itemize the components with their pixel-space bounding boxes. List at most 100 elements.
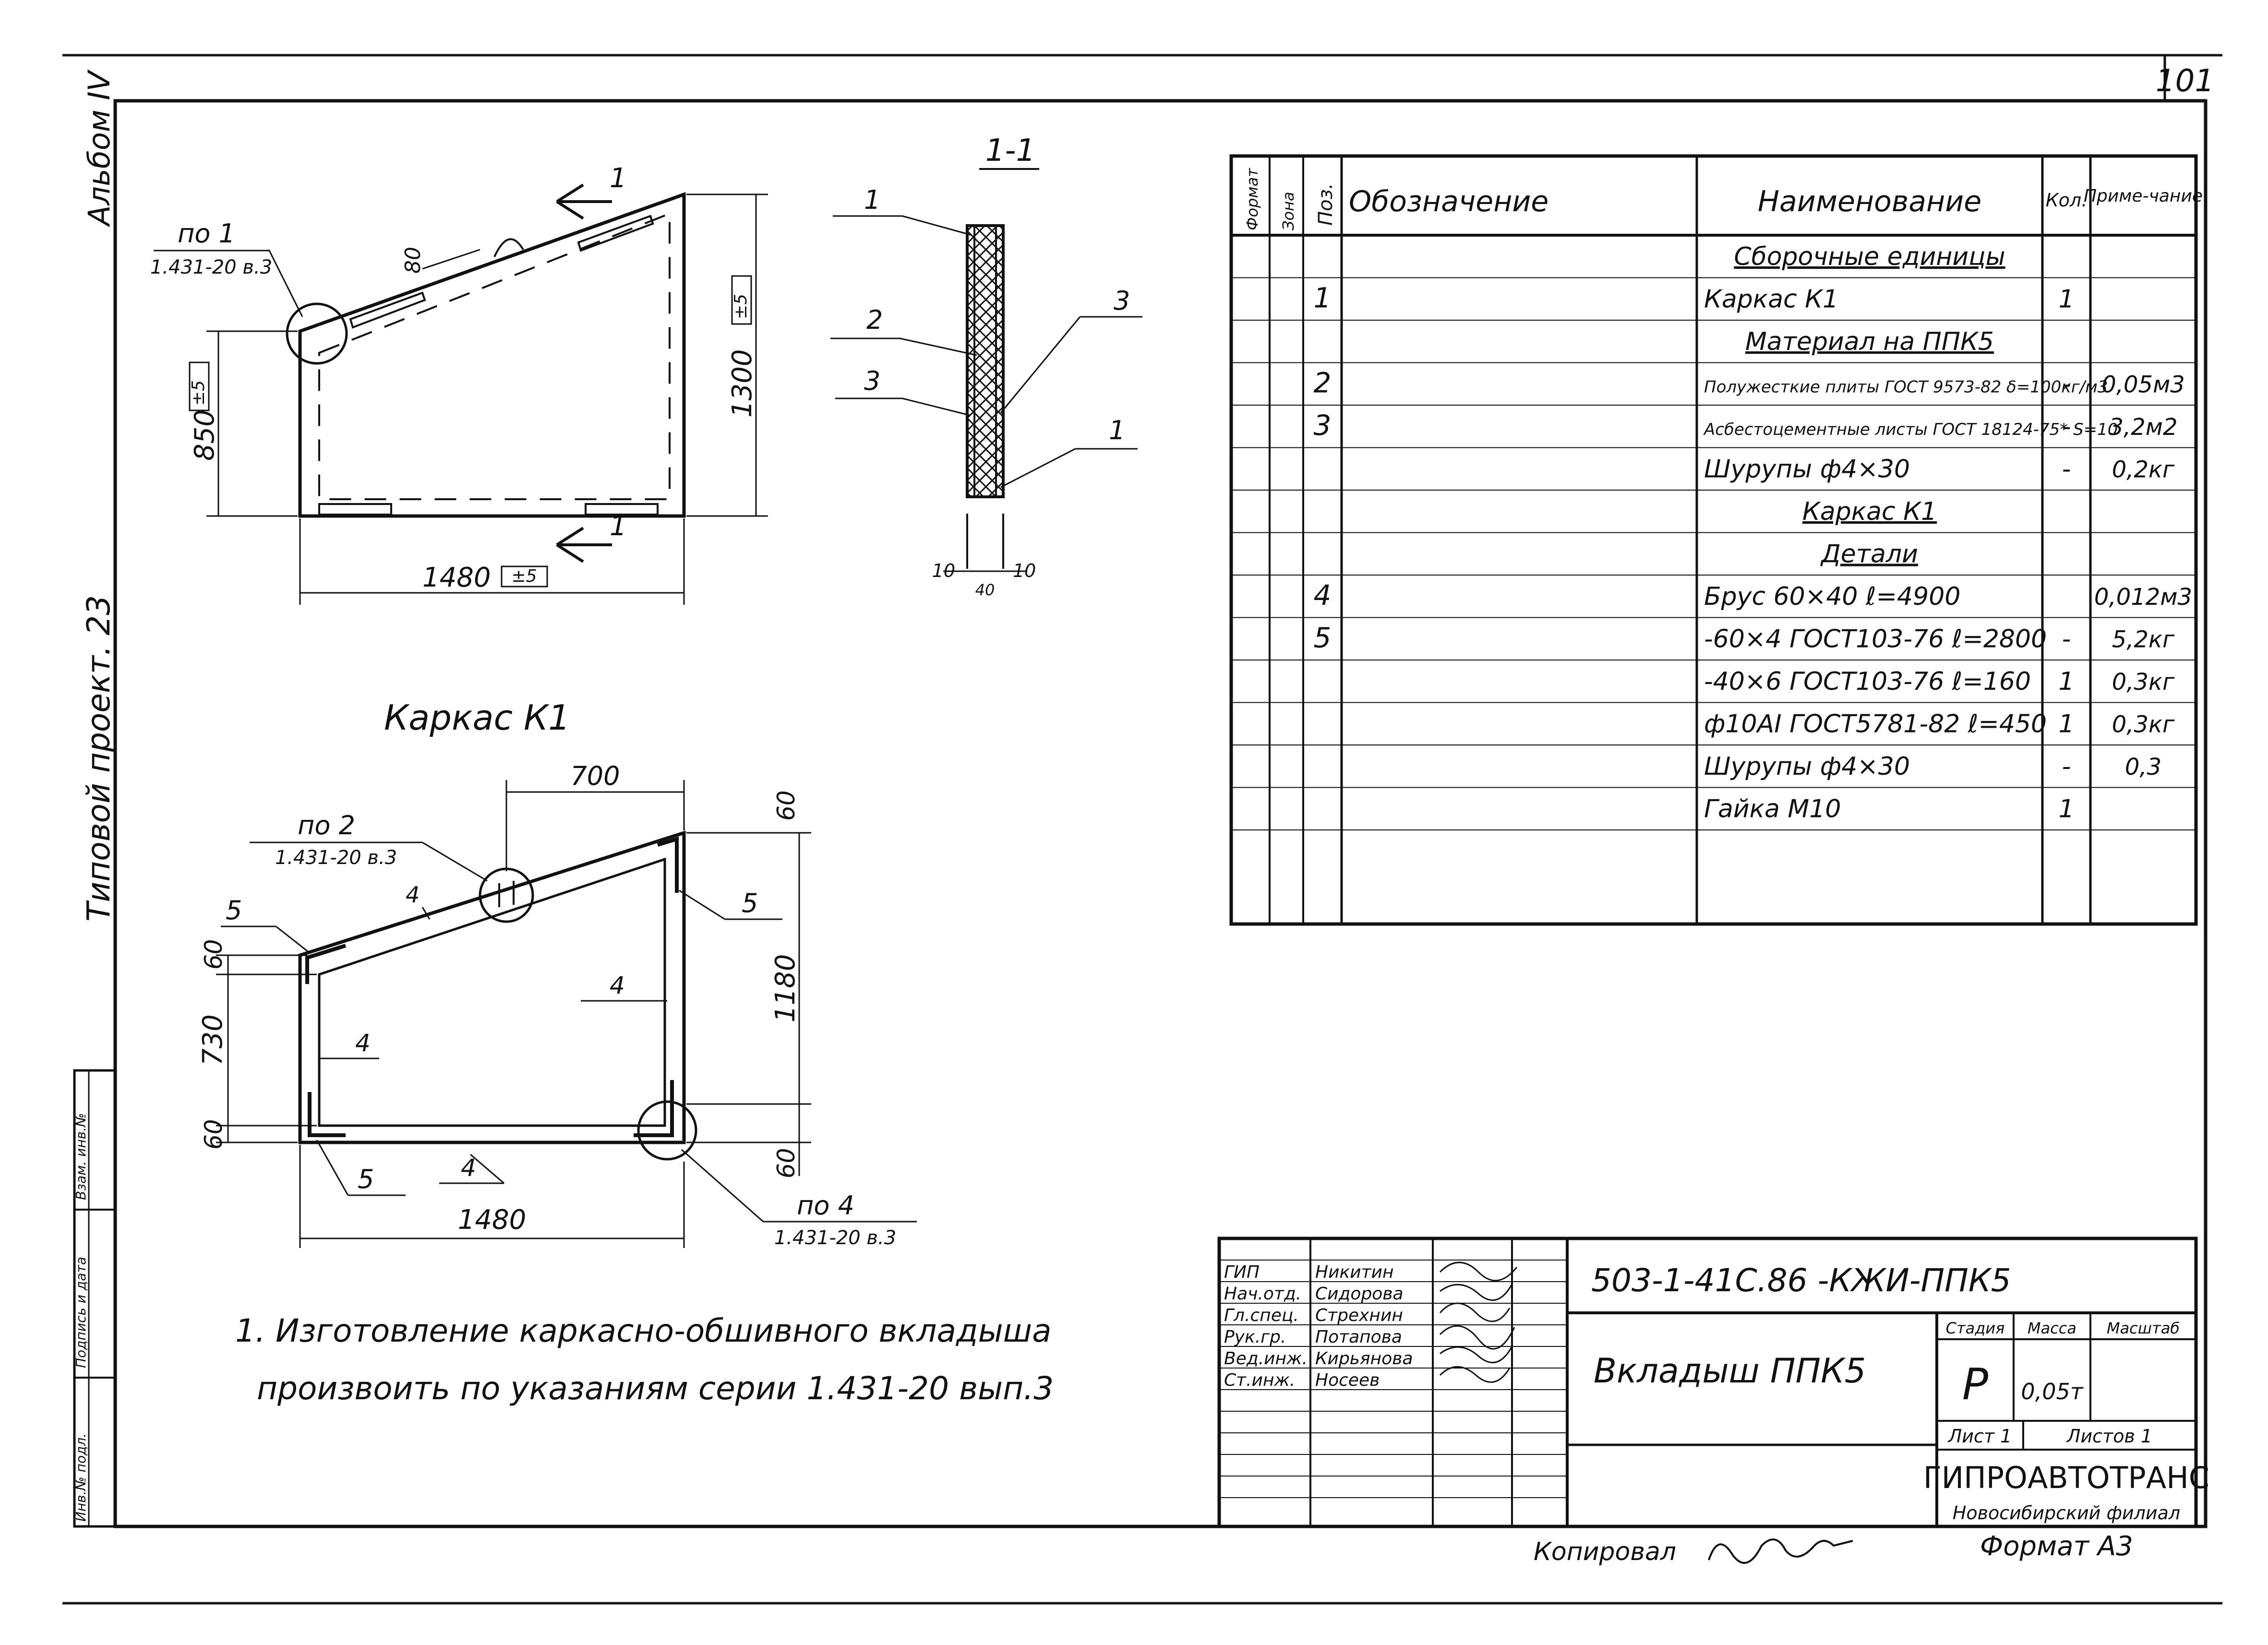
callout-1-series: 1.431-20 в.3	[150, 256, 272, 278]
copied-label: Копировал	[1534, 1537, 1676, 1566]
spec-cell-pos: 3	[1314, 409, 1332, 442]
stamp-cell-inv: Инв.№ подл.	[73, 1433, 89, 1522]
callout-1-ref: по 1	[178, 218, 235, 249]
spec-header-designation: Обозначение	[1349, 185, 1548, 218]
spec-cell-qty: -	[2062, 752, 2071, 781]
callout-4-ref: по 4	[797, 1190, 854, 1221]
album-label: Альбом IV	[82, 69, 117, 228]
title-role: Ст.инж.	[1224, 1370, 1295, 1390]
spec-table: Формат Зона Поз. Обозначение Наименовани…	[1229, 154, 2203, 926]
dim-700: 700	[570, 761, 620, 791]
spec-cell-name: Шурупы ф4×30	[1704, 455, 1910, 483]
dim-60-right-bottom: 60	[772, 1148, 800, 1178]
title-role: Нач.отд.	[1224, 1284, 1301, 1304]
sect-label-3-right: 3	[1114, 286, 1130, 316]
spec-cell-qty: 1	[2058, 285, 2074, 313]
callout-4-series: 1.431-20 в.3	[774, 1227, 896, 1249]
title-person-name: Потапова	[1315, 1327, 1402, 1347]
spec-cell-note: 0,3кг	[2112, 669, 2175, 696]
spec-cell-note: 0,3	[2125, 754, 2161, 780]
section-mark-bottom: 1	[610, 511, 627, 542]
spec-cell-pos: 5	[1314, 621, 1332, 654]
tol-1300: ±5	[731, 294, 751, 319]
sheets-value: Листов 1	[2066, 1426, 2152, 1447]
spec-cell-qty: -	[2062, 412, 2071, 441]
spec-cell-name: ф10АI ГОСТ5781-82 ℓ=450	[1704, 709, 2047, 738]
spec-cell-note: 5,2кг	[2112, 626, 2175, 653]
sect-dim-40: 40	[975, 581, 995, 599]
frame-label-4-left: 4	[355, 1029, 371, 1057]
spec-cell-qty: 1	[2058, 794, 2074, 823]
stamp-cell-swap: Взам. инв.№	[73, 1113, 89, 1200]
sect-dim-10a: 10	[932, 560, 955, 581]
frame-label-4-bottom: 4	[461, 1154, 476, 1182]
project-label: Типовой проект. 23	[80, 595, 117, 922]
mass-header: Масса	[2028, 1319, 2076, 1337]
spec-cell-name: Материал на ППК5	[1745, 327, 1994, 356]
spec-cell-name: Шурупы ф4×30	[1704, 752, 1910, 781]
spec-cell-qty: -	[2062, 370, 2071, 398]
organization: ГИПРОАВТОТРАНС	[1923, 1460, 2209, 1495]
frame-label-4-right: 4	[610, 972, 625, 999]
section-1-1: 1-1 10 10 40 1 2 3 3 1	[830, 133, 1142, 599]
title-role: Рук.гр.	[1224, 1327, 1286, 1347]
stamp-cell-sign: Подпись и дата	[73, 1257, 89, 1368]
sect-dim-10b: 10	[1013, 560, 1036, 581]
sect-label-1-bottom: 1	[1109, 415, 1125, 445]
spec-cell-pos: 1	[1314, 281, 1332, 314]
general-note: 1. Изготовление каркасно-обшивного вклад…	[235, 1312, 1054, 1407]
spec-cell-name: Полужесткие плиты ГОСТ 9573-82 δ=100кг/м…	[1704, 377, 2108, 396]
spec-cell-name: Гайка М10	[1704, 794, 1841, 823]
dim-80: 80	[401, 247, 425, 274]
frame-label-5-left-bottom: 5	[358, 1164, 374, 1194]
dim-1300: 1300	[727, 349, 758, 418]
title-role: Вед.инж.	[1224, 1349, 1308, 1369]
mass-value: 0,05т	[2021, 1379, 2083, 1405]
format-label: Формат А3	[1980, 1531, 2133, 1562]
frame-label-5-right: 5	[742, 888, 758, 918]
dim-1480-top: 1480	[422, 562, 491, 593]
spec-cell-name: Каркас К1	[1802, 497, 1937, 526]
spec-header-format: Формат	[1243, 168, 1261, 230]
scale-header: Масштаб	[2107, 1319, 2180, 1337]
spec-cell-pos: 2	[1314, 366, 1332, 399]
callout-2-ref: по 2	[298, 810, 355, 841]
spec-cell-note: 0,3кг	[2112, 711, 2175, 738]
dim-60-right-top: 60	[772, 790, 800, 821]
spec-cell-qty: -	[2062, 455, 2071, 483]
spec-header-pos: Поз.	[1315, 183, 1337, 226]
sheet-number: 101	[2156, 63, 2214, 99]
note-line-2: произвоить по указаниям серии 1.431-20 в…	[257, 1370, 1054, 1407]
title-person-name: Стрехнин	[1315, 1306, 1403, 1325]
spec-header-note: Приме-чание	[2084, 186, 2203, 206]
title-role: Гл.спец.	[1224, 1306, 1299, 1325]
spec-cell-note: 0,012м3	[2094, 584, 2192, 611]
left-margin: Альбом IV Типовой проект. 23 Инв.№ подл.…	[73, 69, 117, 1528]
title-person-name: Кирьянова	[1315, 1349, 1413, 1369]
footer: Копировал Формат А3	[1534, 1531, 2133, 1566]
title-role: ГИП	[1224, 1262, 1260, 1282]
drawing-name: Вкладыш ППК5	[1594, 1351, 1866, 1391]
callout-2-series: 1.431-20 в.3	[275, 847, 397, 869]
title-person-name: Никитин	[1315, 1262, 1394, 1282]
sheet-value: Лист 1	[1947, 1426, 2012, 1447]
spec-cell-name: Асбестоцементные листы ГОСТ 18124-75* S=…	[1703, 420, 2118, 439]
sect-label-2: 2	[866, 305, 883, 335]
dim-60-left-bottom: 60	[200, 1119, 228, 1150]
spec-cell-note: 0,2кг	[2112, 456, 2175, 483]
section-title: 1-1	[985, 133, 1036, 168]
spec-cell-name: -40×6 ГОСТ103-76 ℓ=160	[1704, 667, 2031, 696]
top-view: по 1 1.431-20 в.3 1 1 80 1300 ±5 850 ±5 …	[150, 163, 768, 605]
frame-k1: Каркас К1 по 2 1.431-20 в.3 по 4 1.431-2…	[197, 697, 917, 1249]
spec-header-qty: Кол.	[2046, 190, 2088, 211]
dim-730: 730	[197, 1014, 228, 1066]
note-line-1: 1. Изготовление каркасно-обшивного вклад…	[235, 1312, 1052, 1349]
frame-label-4-top: 4	[406, 882, 420, 908]
title-person-name: Сидорова	[1315, 1284, 1404, 1304]
spec-cell-name: Каркас К1	[1704, 285, 1838, 313]
sect-label-3-left: 3	[864, 366, 880, 396]
spec-cell-qty: -	[2062, 624, 2071, 653]
spec-header-name: Наименование	[1758, 185, 1981, 218]
